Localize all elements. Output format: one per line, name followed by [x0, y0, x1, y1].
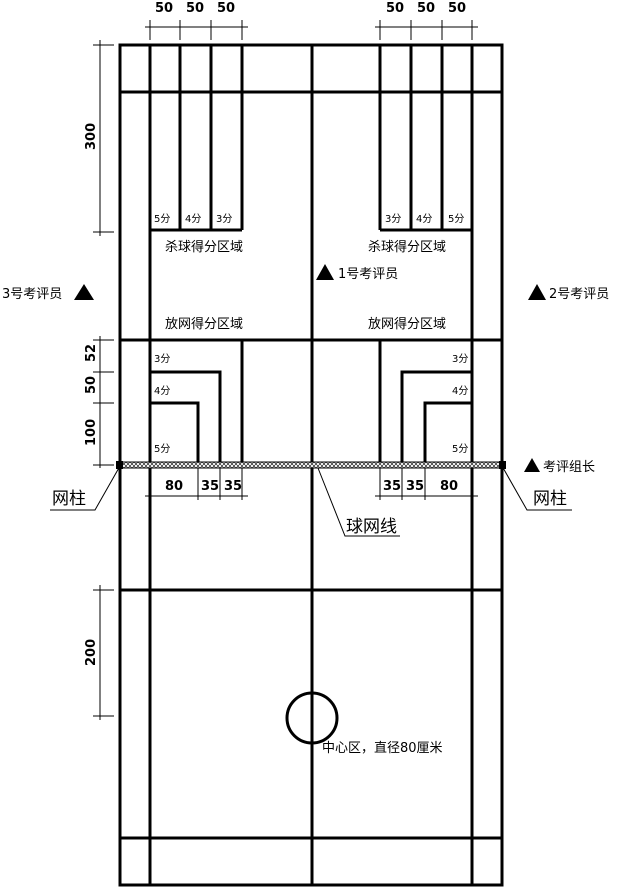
court-lines [118, 43, 504, 887]
dimension-lines [50, 20, 572, 720]
triangle-icon [524, 458, 540, 472]
svg-text:50: 50 [417, 1, 435, 16]
triangle-icon [316, 264, 334, 280]
triangle-icon [74, 284, 94, 300]
annotations: 网柱 网柱 球网线 中心区，直径80厘米 [52, 489, 567, 756]
net-post-right [499, 461, 506, 469]
svg-text:杀球得分区域: 杀球得分区域 [368, 239, 446, 255]
svg-text:网柱: 网柱 [533, 489, 567, 509]
zone-labels: 5分 4分 3分 3分 4分 5分 杀球得分区域 杀球得分区域 放网得分区域 放… [154, 213, 468, 455]
svg-text:球网线: 球网线 [346, 517, 397, 537]
svg-text:50: 50 [155, 1, 173, 16]
svg-text:5分: 5分 [448, 213, 464, 225]
svg-text:100: 100 [84, 419, 99, 446]
svg-text:35: 35 [201, 479, 219, 494]
svg-text:3号考评员: 3号考评员 [2, 287, 62, 302]
svg-text:300: 300 [84, 123, 99, 150]
svg-text:4分: 4分 [154, 385, 170, 397]
svg-text:5分: 5分 [154, 443, 170, 455]
svg-text:放网得分区域: 放网得分区域 [165, 316, 243, 332]
svg-text:3分: 3分 [452, 353, 468, 365]
svg-text:杀球得分区域: 杀球得分区域 [165, 239, 243, 255]
svg-text:80: 80 [440, 479, 458, 494]
center-circle [285, 691, 339, 745]
svg-text:35: 35 [224, 479, 242, 494]
dimension-labels: 50 50 50 50 50 50 300 52 50 100 80 35 35… [84, 1, 466, 666]
svg-text:35: 35 [406, 479, 424, 494]
net-post-left [116, 461, 123, 469]
svg-text:3分: 3分 [385, 213, 401, 225]
svg-text:4分: 4分 [416, 213, 432, 225]
svg-text:50: 50 [186, 1, 204, 16]
judges: 1号考评员 2号考评员 3号考评员 考评组长 [2, 264, 609, 475]
svg-text:考评组长: 考评组长 [543, 460, 595, 475]
triangle-icon [528, 284, 546, 300]
svg-text:5分: 5分 [452, 443, 468, 455]
svg-text:2号考评员: 2号考评员 [549, 287, 609, 302]
svg-text:50: 50 [217, 1, 235, 16]
svg-text:放网得分区域: 放网得分区域 [368, 316, 446, 332]
svg-text:50: 50 [448, 1, 466, 16]
svg-text:80: 80 [165, 479, 183, 494]
svg-text:50: 50 [84, 376, 99, 394]
svg-text:4分: 4分 [452, 385, 468, 397]
svg-text:35: 35 [383, 479, 401, 494]
net [116, 461, 506, 469]
svg-text:200: 200 [84, 639, 99, 666]
svg-text:52: 52 [84, 344, 99, 362]
svg-text:5分: 5分 [154, 213, 170, 225]
svg-text:4分: 4分 [185, 213, 201, 225]
svg-text:中心区，直径80厘米: 中心区，直径80厘米 [322, 741, 443, 756]
svg-text:网柱: 网柱 [52, 489, 86, 509]
svg-text:1号考评员: 1号考评员 [338, 267, 398, 282]
svg-text:50: 50 [386, 1, 404, 16]
svg-text:3分: 3分 [154, 353, 170, 365]
svg-text:3分: 3分 [216, 213, 232, 225]
